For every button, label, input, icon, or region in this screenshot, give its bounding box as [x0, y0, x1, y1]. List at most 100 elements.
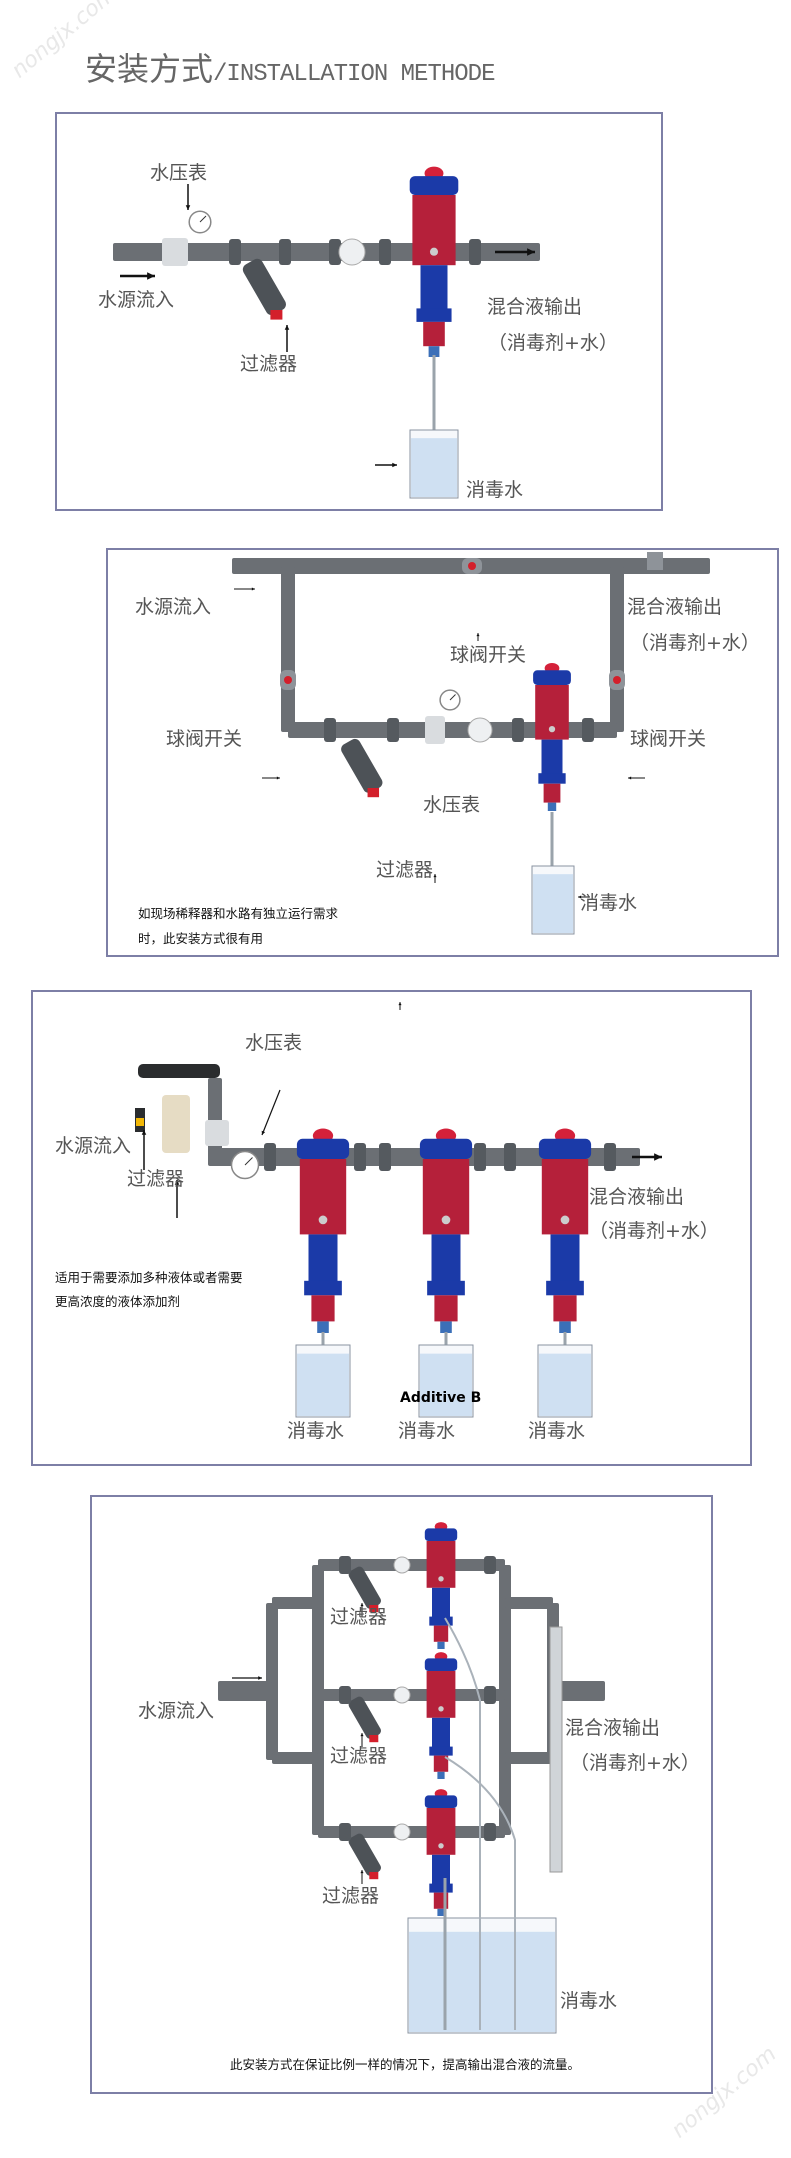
pipe-union	[229, 239, 241, 265]
pump-top	[409, 176, 459, 195]
pipe-union	[339, 1823, 351, 1841]
arrow-icon	[251, 587, 255, 591]
arrow-icon	[174, 1180, 180, 1185]
pump-knob	[560, 1215, 570, 1225]
pump-knob	[438, 1576, 444, 1582]
gauge-needle	[244, 1157, 253, 1166]
label-mixed-output: 混合液输出	[565, 1717, 661, 1739]
arrow-icon	[284, 325, 290, 330]
pump-lower	[431, 1234, 461, 1290]
pipe	[312, 1565, 324, 1835]
pump-lower	[541, 739, 563, 780]
pump-nozzle	[437, 1908, 445, 1916]
pump-dose	[553, 1295, 577, 1322]
pump-nozzle	[440, 1321, 452, 1333]
ball-valve-handle-icon	[468, 562, 476, 570]
pipe-union	[379, 239, 391, 265]
label-filter: 过滤器	[330, 1606, 388, 1628]
label-ball-valve-left: 球阀开关	[166, 728, 243, 750]
label-water-inlet: 水源流入	[138, 1700, 215, 1722]
pump-nozzle	[437, 1771, 445, 1779]
pipe	[266, 1603, 278, 1760]
pipe	[318, 1559, 505, 1571]
pump-ring	[427, 1280, 465, 1296]
output-pipe	[549, 1626, 563, 1873]
pump-nozzle	[437, 1641, 445, 1649]
filter-icon	[341, 738, 383, 793]
pump-ring	[304, 1280, 342, 1296]
label-filter: 过滤器	[240, 353, 298, 375]
pump-dose	[423, 321, 445, 347]
pump-nozzle	[317, 1321, 329, 1333]
pump-knob	[548, 725, 556, 733]
pump-ring	[538, 773, 566, 784]
pump-knob	[441, 1215, 451, 1225]
pipe	[499, 1565, 511, 1835]
label-mixed-output-sub: （消毒剂+水）	[488, 332, 618, 354]
note: 此安装方式在保证比例一样的情况下，提高输出混合液的流量。	[230, 2057, 581, 2072]
pipe-union	[484, 1556, 496, 1574]
label-filter: 过滤器	[330, 1745, 388, 1767]
suction-tube	[444, 1756, 516, 2030]
pressure-reducer	[162, 238, 188, 266]
pump-knob	[318, 1215, 328, 1225]
label-disinfectant: 消毒水	[528, 1420, 586, 1442]
arrow-icon	[578, 895, 582, 899]
pump-lower	[420, 265, 448, 317]
pipe-union	[279, 239, 291, 265]
arrow-icon	[185, 205, 191, 210]
panel-parallel-installation	[90, 1495, 713, 2094]
pipe-union	[387, 718, 399, 742]
pump-dose	[433, 1625, 449, 1642]
note-line-1: 如现场稀释器和水路有独立运行需求	[138, 906, 339, 921]
pipe	[208, 1078, 222, 1160]
arrow-icon	[654, 1153, 662, 1161]
pipe	[610, 566, 624, 732]
arrow-icon	[476, 633, 480, 637]
flow-meter	[393, 1823, 411, 1841]
arrow-icon	[360, 1603, 364, 1607]
note-line-1: 适用于需要添加多种液体或者需要	[55, 1270, 243, 1285]
label-disinfectant: 消毒水	[580, 892, 638, 914]
pump-lower	[308, 1234, 338, 1290]
page-title: 安装方式/INSTALLATION METHODE	[85, 44, 495, 90]
pump-ring	[416, 308, 452, 322]
pump-top	[424, 1528, 458, 1541]
cartridge-filter-icon	[162, 1095, 190, 1153]
pump-knob	[438, 1706, 444, 1712]
pipe	[505, 1597, 553, 1609]
pipe-union	[264, 1143, 276, 1171]
arrow-icon	[392, 462, 397, 468]
pipe-union	[484, 1823, 496, 1841]
arrow-icon	[628, 776, 632, 780]
tank-water	[420, 1353, 472, 1416]
pipe-union	[379, 1143, 391, 1171]
filter-icon	[242, 258, 286, 316]
label-mixed-output-sub: （消毒剂+水）	[630, 632, 760, 654]
pipe-union	[484, 1686, 496, 1704]
pipe-union	[339, 1686, 351, 1704]
label-water-inlet: 水源流入	[55, 1135, 132, 1157]
pipe	[553, 1681, 605, 1701]
label-ball-valve-top: 球阀开关	[450, 644, 527, 666]
pipe	[281, 566, 295, 732]
pump-nozzle	[559, 1321, 571, 1333]
suction-tube	[444, 1617, 481, 2030]
filter-icon	[348, 1696, 381, 1739]
label-mixed-output: 混合液输出	[589, 1186, 685, 1208]
pump-dose	[311, 1295, 335, 1322]
pipe-union	[324, 718, 336, 742]
pipe-union	[339, 1556, 351, 1574]
pipe	[218, 1681, 272, 1701]
label-filter: 过滤器	[322, 1885, 380, 1907]
pump-top	[533, 670, 571, 685]
filter-drain-valve-icon	[270, 310, 283, 320]
arrow-icon	[360, 1733, 364, 1737]
panel-series-installation	[31, 990, 752, 1466]
pipe-union	[582, 718, 594, 742]
pump-nozzle	[428, 346, 440, 357]
arrow-icon	[360, 1870, 364, 1874]
pipe	[272, 1752, 318, 1764]
